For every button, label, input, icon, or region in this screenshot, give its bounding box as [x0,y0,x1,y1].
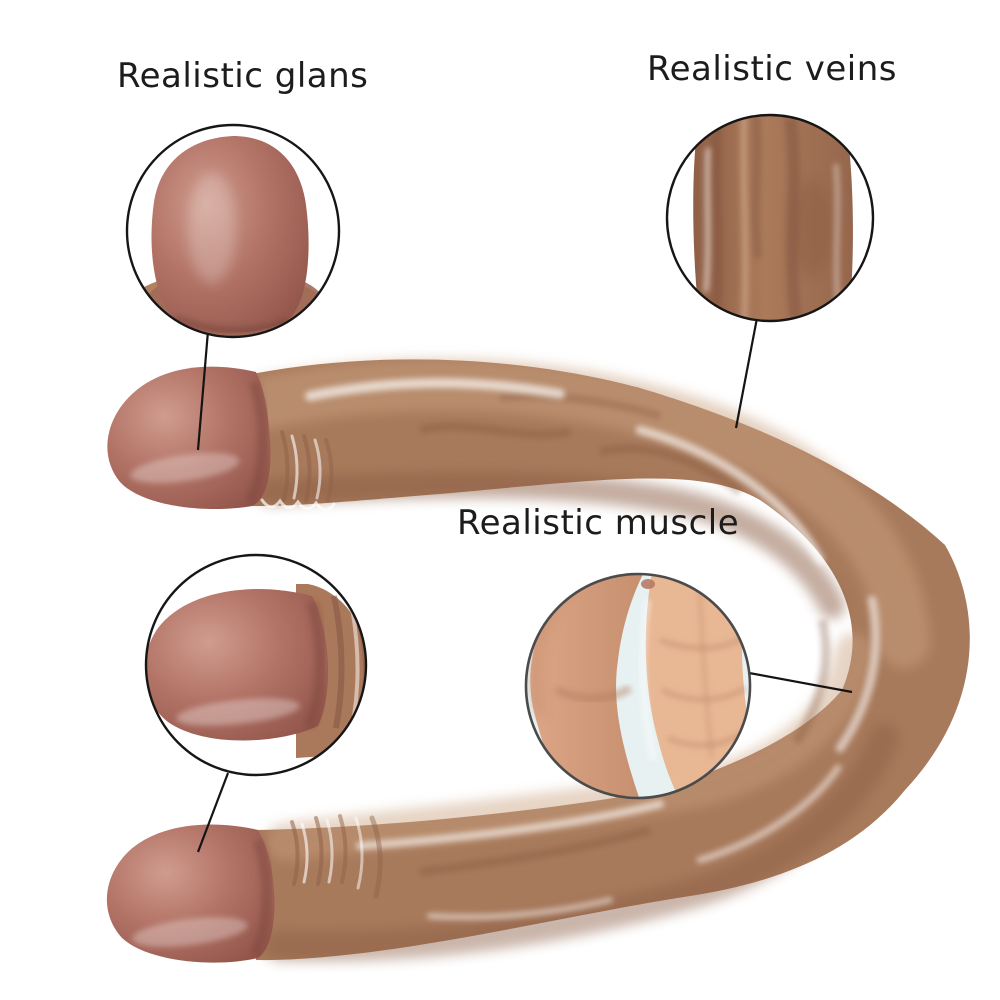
lower-glans-inset [144,553,368,777]
nipple-detail [641,579,655,589]
glans-inset-ring [125,123,341,339]
vein-texture [419,392,831,876]
lower-tip [106,824,275,963]
lower-glans-inset-ring [144,553,368,777]
veins-inset-content [693,115,853,321]
lower-glans-callout-line [196,772,230,853]
muscle-inset-ring [524,572,752,800]
veins-inset-ring [665,113,875,323]
lower-ridges [290,814,383,899]
upper-arm-shadow [257,471,845,619]
product-body [252,359,970,961]
upper-tip [107,366,271,509]
upper-ridges [260,430,336,512]
glans-callout-line [196,330,210,451]
muscle-inset-content [530,574,750,798]
arm-shape [530,574,644,798]
abs-lines [659,589,748,759]
muscle-inset [524,572,752,800]
glans-label: Realistic glans [117,56,369,96]
muscle-callout-line [748,671,853,694]
lower-glans-inset-content [146,584,366,758]
veins-inset [665,113,875,323]
glans-inset [125,123,341,339]
torso-shape [645,574,750,798]
lower-arm-shadow [265,723,899,962]
callout-lines [196,317,853,853]
product-illustration [106,358,970,963]
muscle-label: Realistic muscle [457,503,740,543]
veins-callout-line [734,317,759,429]
gloss-highlights [305,378,881,921]
veins-label: Realistic veins [647,49,897,89]
